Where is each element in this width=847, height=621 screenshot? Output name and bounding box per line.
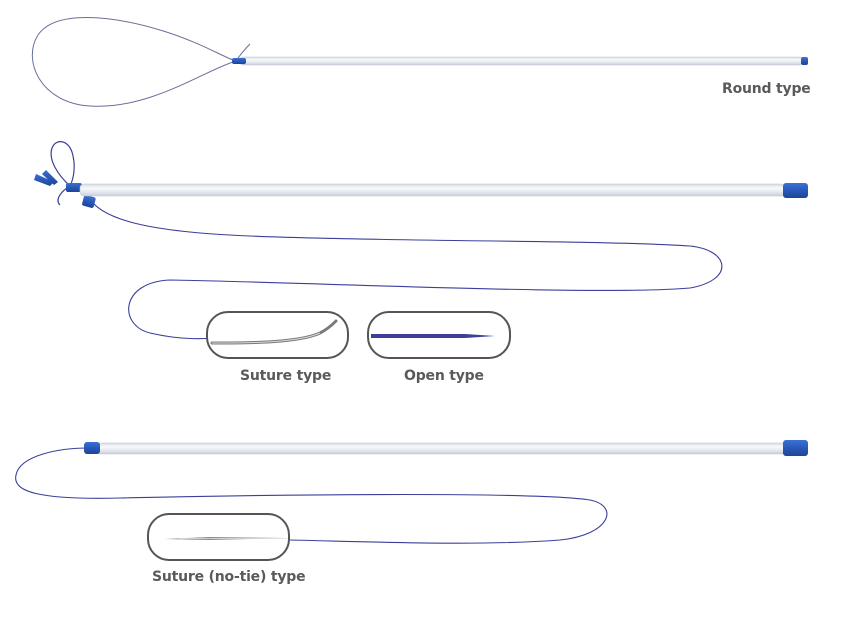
open-type-detail-frame	[367, 311, 511, 359]
suture-type-device	[34, 141, 808, 340]
suture-type-detail-frame	[206, 311, 349, 359]
no-tie-type-front-cap	[84, 442, 100, 454]
straight-needle-icon	[165, 537, 288, 540]
no-tie-type-detail-frame	[147, 513, 290, 561]
no-tie-type-tube	[95, 442, 787, 455]
round-type-device	[31, 17, 808, 107]
suture-type-tube	[79, 183, 786, 197]
suture-type-thread	[87, 195, 723, 340]
curved-needle-icon	[210, 319, 338, 345]
round-type-label: Round type	[722, 81, 811, 97]
round-type-tip	[232, 58, 246, 64]
round-type-tube	[239, 56, 803, 66]
suture-type-label: Suture type	[240, 368, 332, 384]
no-tie-type-label: Suture (no-tie) type	[152, 569, 306, 585]
no-tie-type-device	[15, 440, 808, 544]
round-type-end-cap	[801, 57, 808, 65]
open-type-label: Open type	[404, 368, 484, 384]
suture-type-end-cap	[783, 183, 808, 198]
open-tip-icon	[371, 334, 495, 338]
no-tie-type-end-cap	[783, 440, 808, 456]
suture-type-clip	[34, 174, 54, 186]
round-type-wire-loop	[31, 17, 238, 107]
no-tie-type-thread	[15, 447, 608, 544]
